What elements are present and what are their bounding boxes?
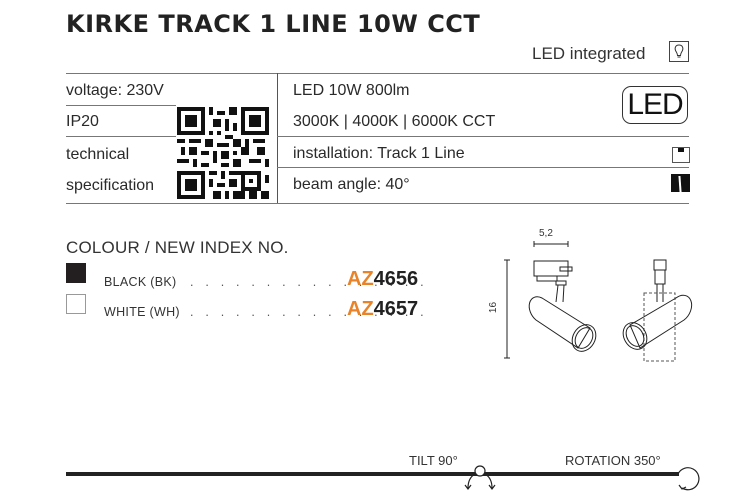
leader-dots: . . . . . . . . . . . . . . . . [190, 305, 428, 319]
white-swatch [66, 294, 86, 314]
height-dimension: 16 [488, 301, 500, 314]
track-bar [66, 472, 679, 476]
technical-label-line1: technical [66, 146, 130, 163]
row-divider [66, 105, 176, 106]
index-code-black: AZ4656 [347, 268, 418, 291]
ip-rating: IP20 [66, 113, 99, 130]
width-dimension: 5,2 [539, 228, 553, 239]
table-column-divider [277, 73, 278, 204]
black-swatch [66, 263, 86, 283]
row-divider [66, 136, 176, 137]
rotation-label: ROTATION 350° [565, 453, 661, 468]
voltage-value: voltage: 230V [66, 82, 164, 99]
row-divider [277, 136, 689, 137]
colour-name-black: BLACK (BK) [104, 275, 177, 289]
code-number: 4657 [373, 298, 419, 320]
table-top-border [66, 73, 689, 74]
technical-drawing: 5,2 16 [480, 220, 700, 380]
tilt-icon [460, 462, 500, 499]
tilt-label: TILT 90° [409, 453, 458, 468]
index-code-white: AZ4657 [347, 298, 418, 321]
lightbulb-icon [669, 41, 689, 62]
led-badge-icon: LED [622, 86, 688, 124]
code-prefix: AZ [347, 268, 374, 290]
led-integrated-label: LED integrated [532, 44, 646, 63]
technical-label-line2: specification [66, 177, 155, 194]
product-title: KIRKE TRACK 1 LINE 10W CCT [66, 10, 481, 38]
track-mount-icon [672, 147, 690, 163]
row-divider [277, 167, 689, 168]
row-divider [66, 203, 277, 204]
installation-type: installation: Track 1 Line [293, 145, 465, 162]
power-lumens: LED 10W 800lm [293, 82, 410, 99]
leader-dots: . . . . . . . . . . . . . . . . [190, 275, 428, 289]
qr-code[interactable] [177, 106, 269, 200]
code-number: 4656 [373, 268, 419, 290]
cct-values: 3000K | 4000K | 6000K CCT [293, 113, 496, 130]
beam-angle: beam angle: 40° [293, 176, 410, 193]
code-prefix: AZ [347, 298, 374, 320]
table-bottom-border [277, 203, 689, 204]
colour-heading: COLOUR / NEW INDEX NO. [66, 238, 289, 257]
rotation-icon [672, 460, 708, 496]
colour-name-white: WHITE (WH) [104, 305, 180, 319]
beam-angle-icon [671, 174, 690, 192]
